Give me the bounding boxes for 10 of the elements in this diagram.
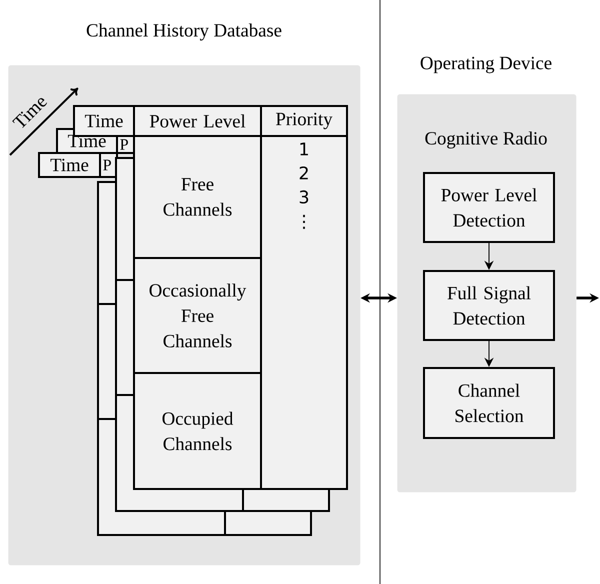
process-box: Full Signal Detection <box>423 270 555 341</box>
process-box: Channel Selection <box>423 367 555 439</box>
section-heading: Operating Device <box>420 56 552 74</box>
panel-heading: Cognitive Radio <box>425 132 547 148</box>
table-cell: Occupied Channels <box>133 372 262 490</box>
process-box: Power Level Detection <box>423 172 555 243</box>
table-cell: Occasionally Free Channels <box>133 257 262 374</box>
table-header-cell: Priority <box>260 105 348 137</box>
axis-label: Time <box>12 98 47 128</box>
panel-heading: Channel History Database <box>86 24 282 40</box>
